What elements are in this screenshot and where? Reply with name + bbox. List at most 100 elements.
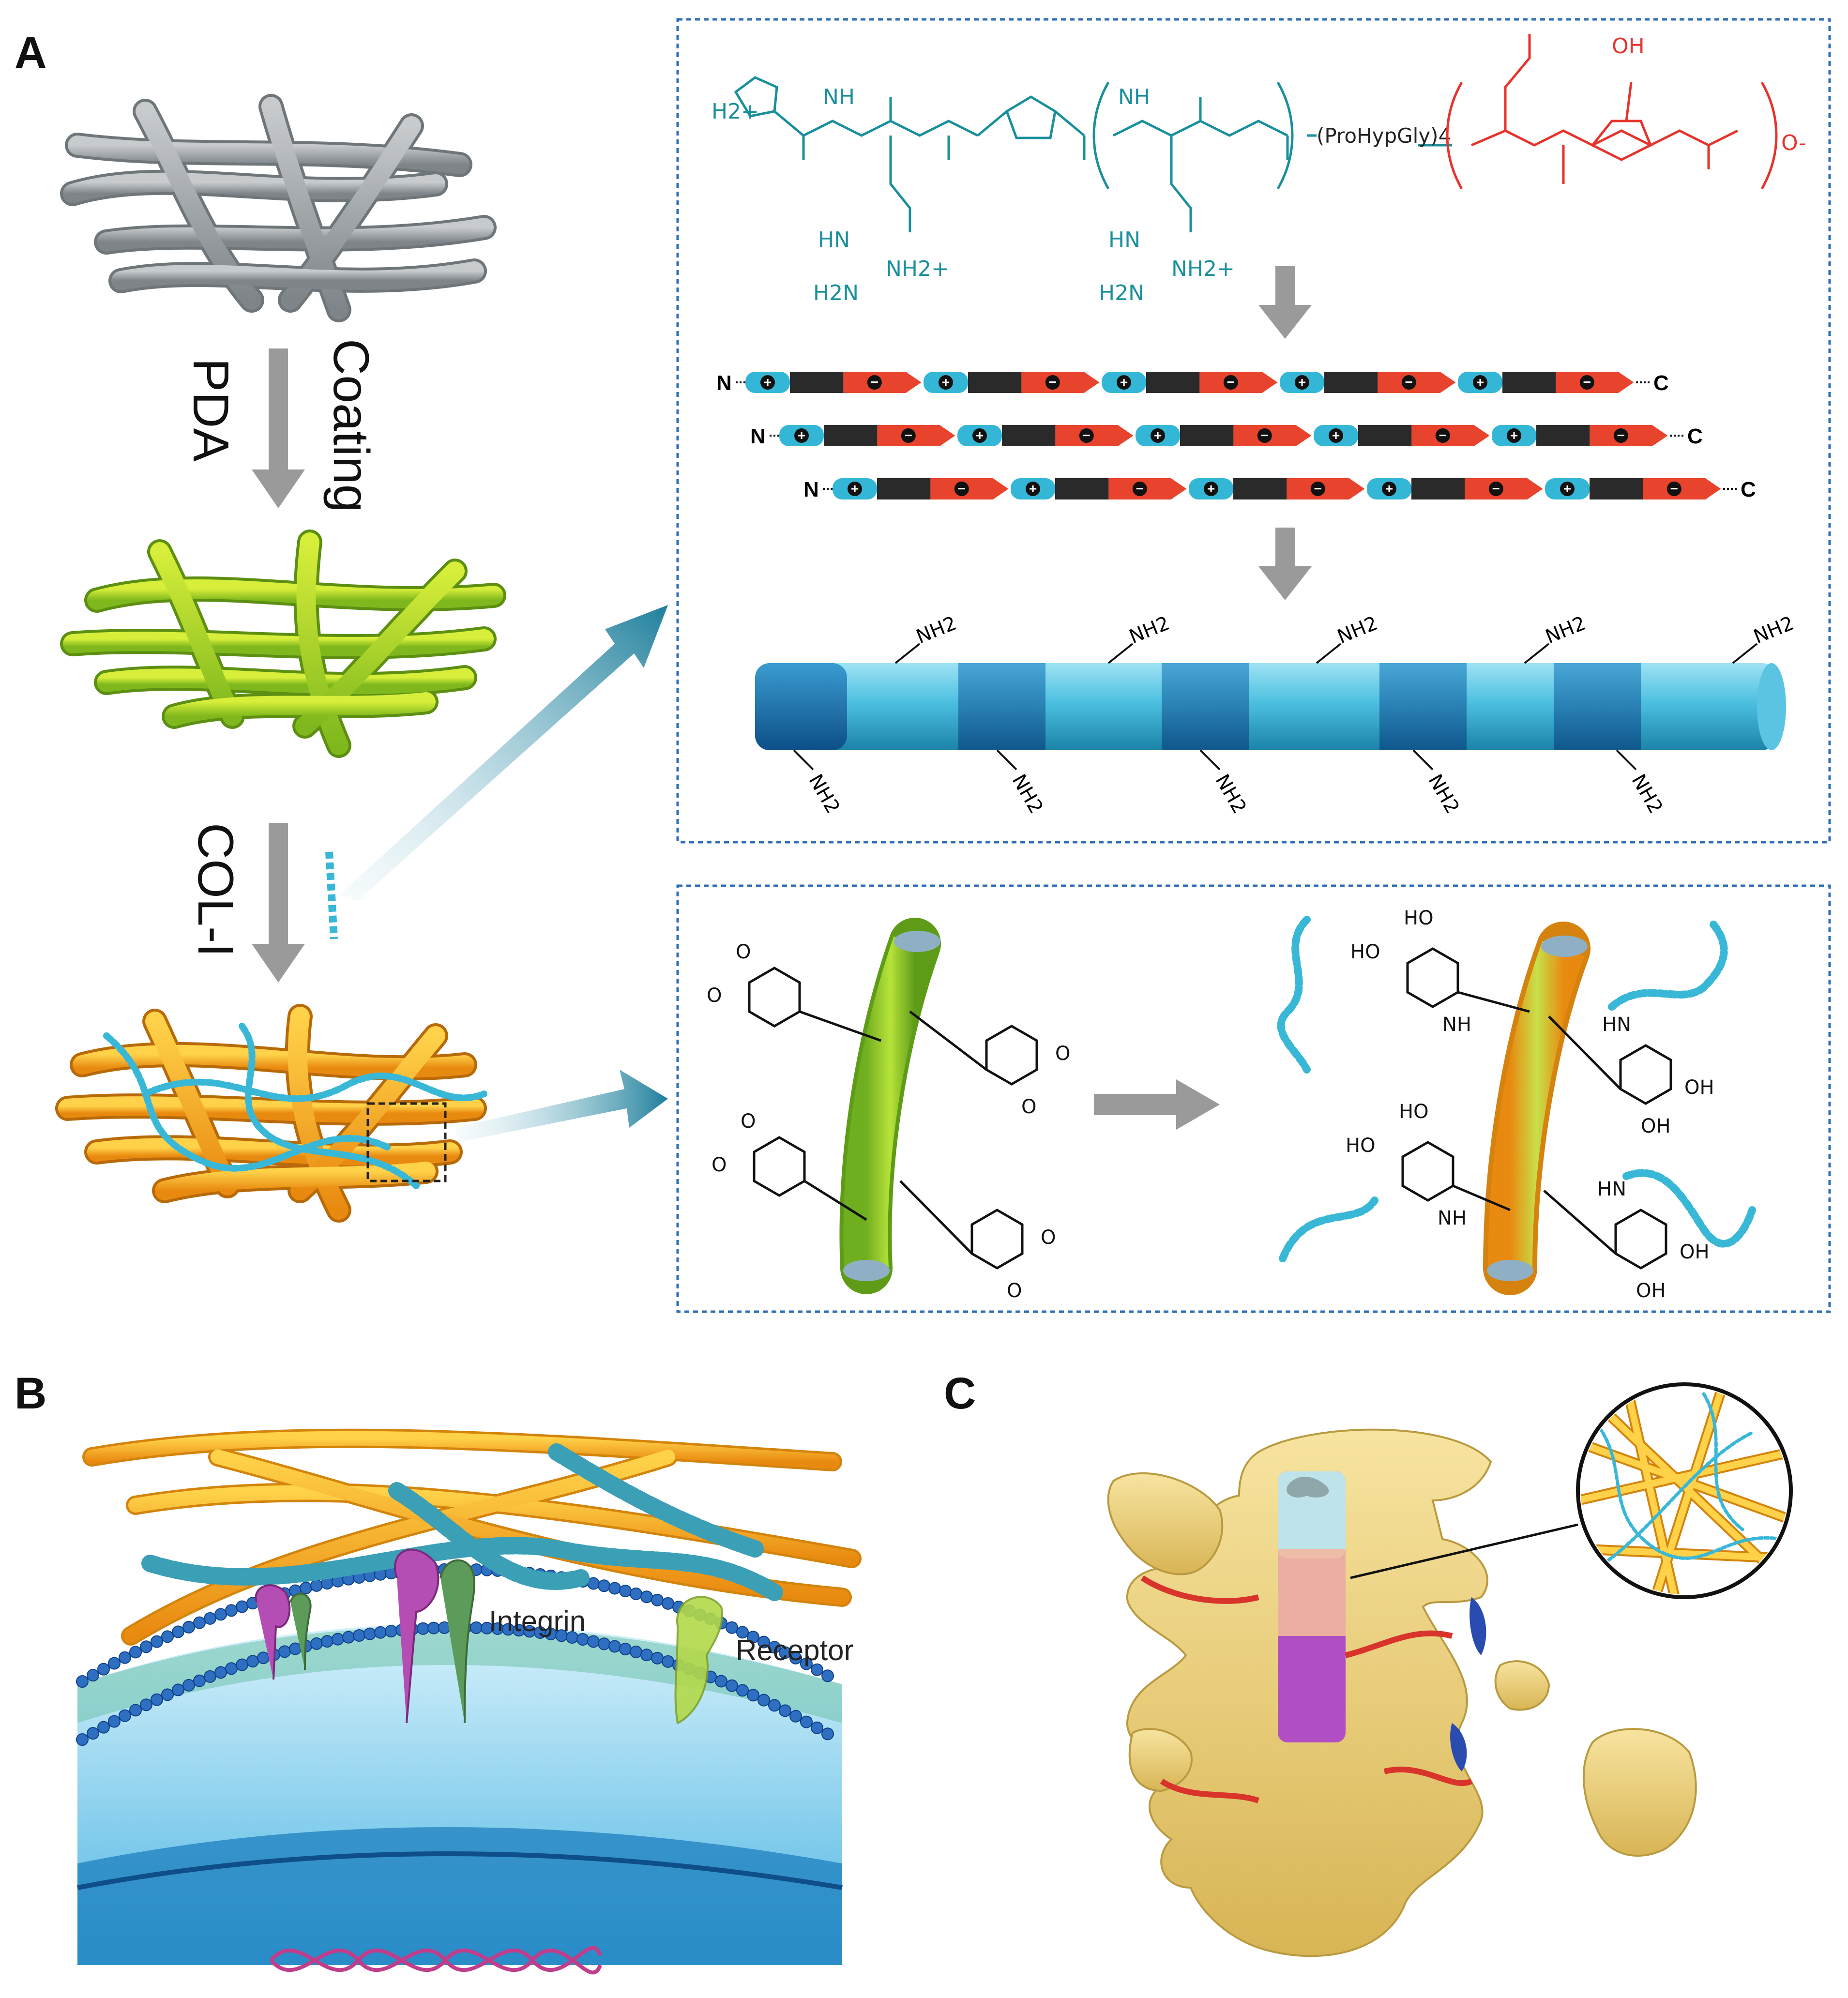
plus-charge-icon xyxy=(972,428,987,443)
lipid-head xyxy=(278,1645,291,1658)
linker-bond xyxy=(1543,1190,1617,1255)
lipid-head xyxy=(289,1642,302,1655)
amine-link-label: HN xyxy=(1602,1014,1631,1036)
neutral-segment xyxy=(1536,425,1590,446)
lipid-head xyxy=(662,1655,674,1668)
dna-helix-icon xyxy=(269,1946,602,1975)
lipid-head xyxy=(385,1625,397,1638)
benzene-ring xyxy=(970,1209,1024,1270)
benzene-ring xyxy=(1401,1141,1454,1202)
lipid-head xyxy=(630,1587,642,1600)
lipid-head xyxy=(417,1622,429,1635)
minus-charge-icon xyxy=(1579,375,1594,390)
plus-charge-label: + xyxy=(1385,481,1393,496)
minus-charge-label: − xyxy=(1049,375,1057,390)
negative-segment xyxy=(843,372,922,393)
lipid-head xyxy=(129,1646,142,1659)
lipid-head xyxy=(811,1663,823,1676)
amine-label: NH2 xyxy=(1334,612,1381,649)
lipid-head xyxy=(129,1704,142,1717)
lipid-head xyxy=(119,1651,131,1664)
neutral-segment xyxy=(1002,425,1056,446)
lipid-head xyxy=(800,1715,813,1728)
amine-link-label: NH xyxy=(1442,1014,1471,1036)
plus-charge-label: + xyxy=(1207,481,1215,496)
lipid-head xyxy=(204,1670,216,1683)
amine-label: NH2 xyxy=(1007,771,1047,817)
minus-charge-icon xyxy=(1132,482,1147,496)
neutral-segment xyxy=(824,425,878,446)
negative-segment xyxy=(877,425,955,446)
lipid-head xyxy=(332,1633,344,1646)
n-terminus-label: N xyxy=(803,478,819,501)
diagonal-arrow-icon xyxy=(339,605,668,900)
plus-charge-icon xyxy=(1026,482,1040,496)
amine-bond xyxy=(1616,749,1637,771)
down-arrow-icon xyxy=(1258,528,1312,600)
hydroxyl-label: OH xyxy=(1636,1280,1666,1302)
peptide-assembly-box xyxy=(676,18,1831,844)
negative-segment xyxy=(1233,425,1312,446)
lipid-head xyxy=(225,1662,238,1675)
lipid-head xyxy=(214,1608,227,1621)
collagen-fiber xyxy=(755,663,1786,750)
lipid-head xyxy=(598,1579,610,1592)
lipid-head xyxy=(789,1710,802,1723)
guanidinium-label: NH2+ xyxy=(886,257,949,281)
lipid-head xyxy=(608,1640,621,1653)
lipid-head xyxy=(161,1630,174,1643)
lipid-head xyxy=(172,1625,184,1638)
hn-label: HN xyxy=(818,227,850,252)
plus-charge-icon xyxy=(1151,428,1165,443)
amine-bond xyxy=(1412,749,1434,771)
amine-label: NH2 xyxy=(1627,771,1667,817)
right-arrow-icon xyxy=(1094,1079,1220,1130)
minus-charge-label: − xyxy=(958,481,966,496)
plus-charge-icon xyxy=(1204,482,1218,496)
lipid-head xyxy=(757,1635,770,1649)
lipid-head xyxy=(630,1645,642,1658)
lipid-head xyxy=(214,1666,227,1679)
plus-charge-label: + xyxy=(1563,481,1571,496)
neutral-segment xyxy=(968,372,1022,393)
hydroxyl-label: OH xyxy=(1612,34,1645,59)
lipid-head xyxy=(789,1651,802,1665)
down-arrow-icon xyxy=(252,348,305,508)
orange-fiber-mesh xyxy=(55,1004,487,1223)
lipid-head xyxy=(321,1635,333,1648)
minus-charge-label: − xyxy=(1261,428,1269,443)
lipid-head xyxy=(374,1626,387,1639)
minus-charge-label: − xyxy=(1492,481,1500,496)
amine-bond xyxy=(894,643,921,664)
lipid-head xyxy=(97,1663,110,1676)
neutral-segment xyxy=(1411,478,1465,500)
lipid-head xyxy=(662,1597,674,1610)
minus-charge-icon xyxy=(1310,482,1325,496)
negative-segment xyxy=(1108,478,1187,500)
zoom-region-box xyxy=(366,1102,447,1182)
minus-charge-icon xyxy=(1435,428,1450,443)
neutral-segment xyxy=(790,372,844,393)
h2n-label: H2N xyxy=(813,281,859,305)
amine-link-label: HN xyxy=(1597,1178,1626,1200)
lipid-head xyxy=(257,1651,270,1665)
linker-bond xyxy=(1457,991,1530,1013)
lipid-head xyxy=(172,1683,184,1696)
lipid-head xyxy=(204,1612,216,1625)
oxygen-label: O xyxy=(736,941,751,963)
n-terminus-label: N xyxy=(750,424,766,448)
zoom-pointer xyxy=(1350,1523,1578,1579)
minus-charge-label: − xyxy=(1583,375,1591,390)
minus-charge-label: − xyxy=(1314,481,1322,496)
hydroxyl-label: OH xyxy=(1641,1115,1671,1137)
minus-charge-icon xyxy=(901,428,916,443)
amine-label: NH2 xyxy=(1751,612,1797,649)
lipid-head xyxy=(470,1621,483,1634)
neutral-segment xyxy=(1055,478,1109,500)
receptor-label: Receptor xyxy=(736,1634,853,1666)
linker-bond xyxy=(1453,1184,1511,1211)
hydroxyl-label: HO xyxy=(1404,907,1434,929)
lipid-head xyxy=(811,1721,823,1734)
oxygen-label: O xyxy=(712,1154,727,1176)
